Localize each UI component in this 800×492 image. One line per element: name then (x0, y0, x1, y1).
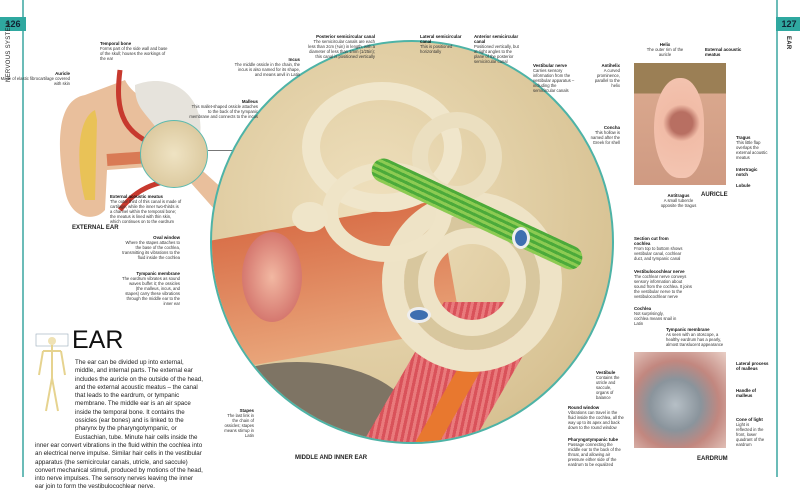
skeleton-locator-icon (35, 333, 69, 412)
left-margin-strip (0, 0, 24, 477)
middle-inner-ear-illustration (210, 40, 614, 444)
section-label-right: EAR (785, 36, 791, 50)
page-number-left: 126 (0, 17, 26, 31)
heading-external-ear: EXTERNAL EAR (72, 225, 119, 231)
page-title: EAR (72, 326, 124, 354)
middle-ear-inset (140, 120, 208, 188)
label-lobule: Lobule (736, 183, 751, 188)
page-number-right: 127 (776, 17, 800, 31)
label-external-meatus-auricle: External acoustic meatus (705, 47, 742, 57)
intro-text: The ear can be divided up into external,… (35, 359, 203, 492)
leader-line (208, 150, 238, 151)
heading-auricle: AURICLE (701, 192, 728, 198)
eardrum-photo (634, 352, 726, 448)
auricle-photo (634, 63, 726, 185)
heading-eardrum: EARDRUM (697, 456, 728, 462)
label-handle-malleus: Handle of malleus (736, 388, 757, 398)
label-intertragic-notch: Intertragic notch (736, 167, 758, 177)
heading-middle-inner-ear: MIDDLE AND INNER EAR (295, 455, 368, 461)
label-lateral-process: Lateral process of malleus (736, 361, 769, 371)
right-margin-strip (776, 0, 800, 477)
